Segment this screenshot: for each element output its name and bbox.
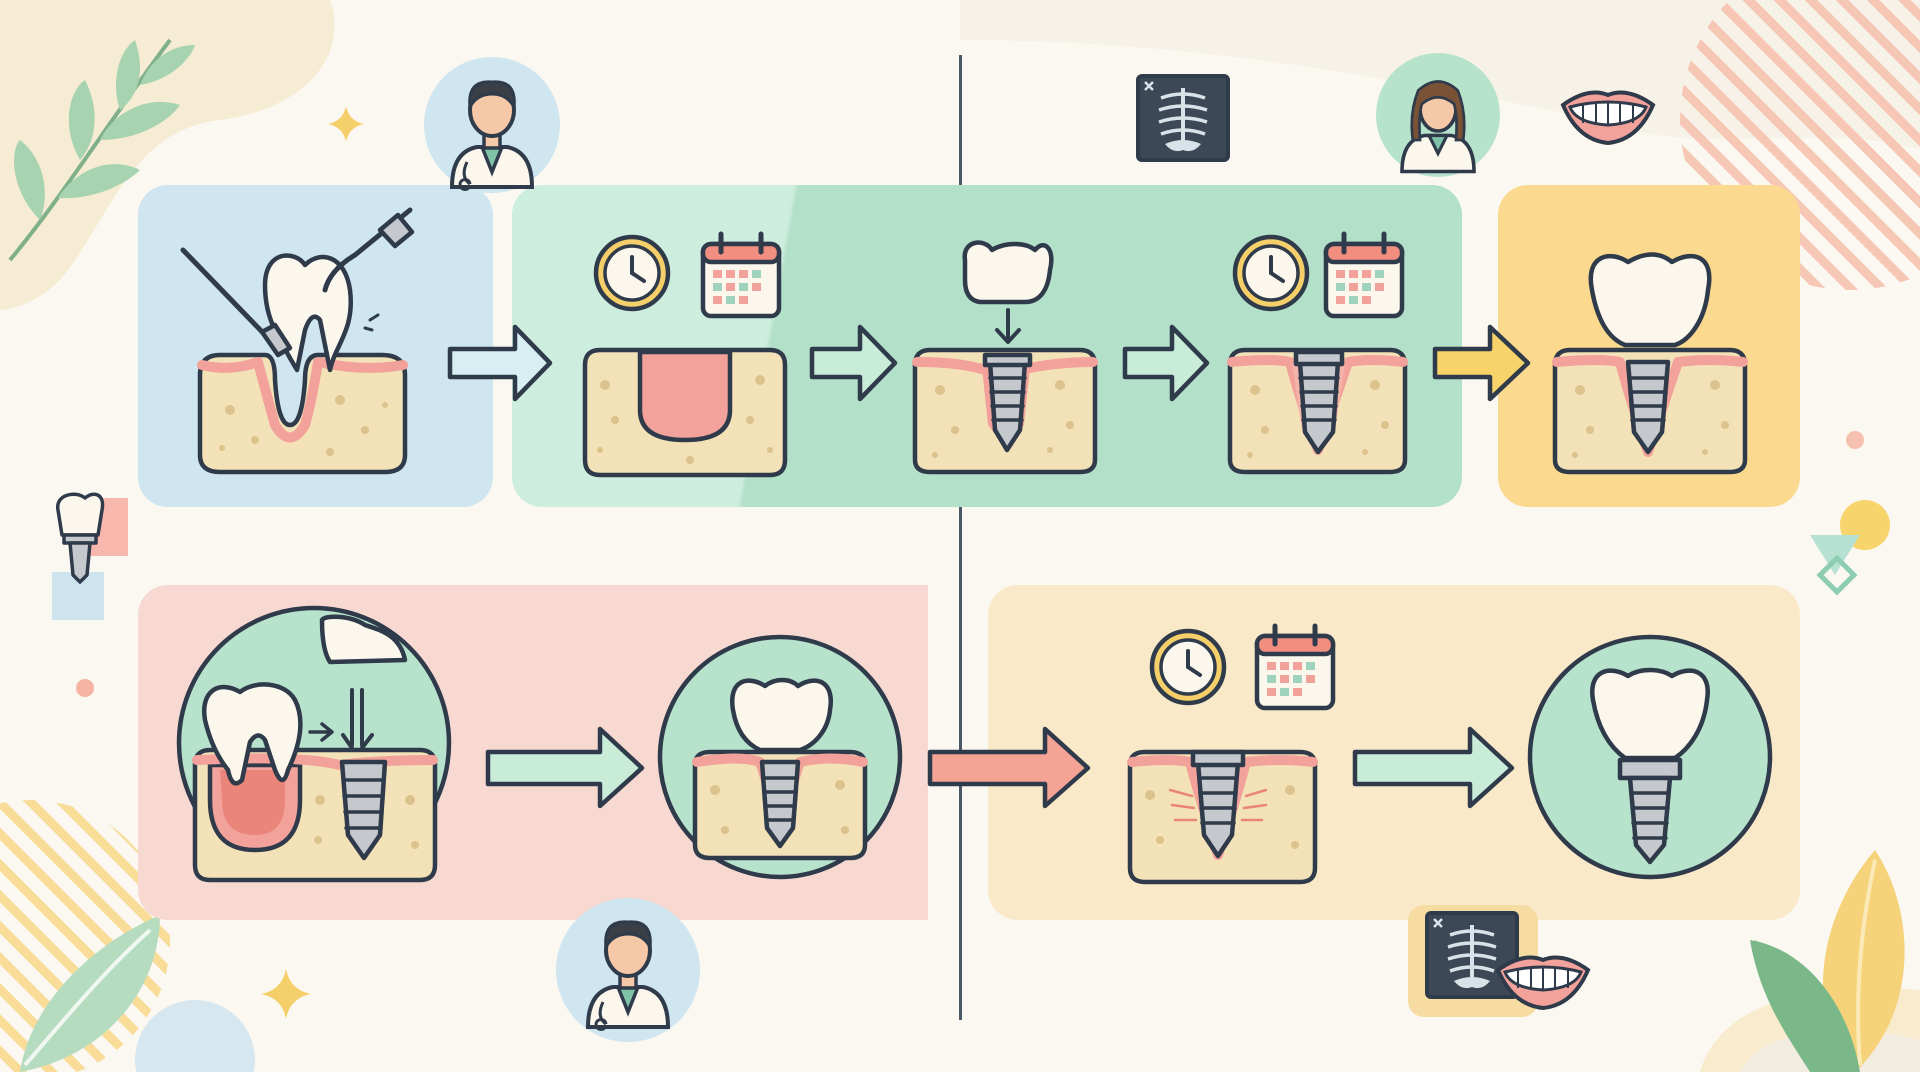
smile-icon <box>1561 90 1655 145</box>
diamond-decor <box>1816 554 1858 596</box>
tooth-extraction-icon <box>180 207 415 475</box>
calendar-icon <box>1257 626 1333 708</box>
xray-icon <box>1408 905 1538 1017</box>
arrow-icon <box>485 726 645 809</box>
immediate-implant-icon <box>176 605 452 883</box>
leaf-icon <box>8 38 195 262</box>
calendar-icon <box>1326 234 1402 316</box>
timeline-divider <box>959 55 962 1020</box>
arrow-icon <box>1432 324 1531 402</box>
extraction-socket-icon <box>582 347 788 478</box>
osseointegration-icon <box>1127 749 1318 885</box>
implant-placement-icon <box>912 240 1098 475</box>
dot <box>1846 431 1864 449</box>
leaf-icon <box>20 915 160 1072</box>
healing-implant-icon <box>1227 347 1408 475</box>
dot <box>76 679 94 697</box>
xray-icon <box>1136 74 1230 162</box>
clock-icon <box>596 237 668 309</box>
bubble-bottom-left <box>135 1000 255 1072</box>
final-crown-icon <box>1527 634 1773 880</box>
sparkle-icon <box>261 969 311 1019</box>
calendar-icon <box>703 234 779 316</box>
clock-icon <box>1235 237 1307 309</box>
arrow-icon <box>447 324 553 402</box>
dentist-icon <box>1376 53 1500 177</box>
final-crown-icon <box>1552 252 1748 475</box>
blob-top-left <box>0 0 335 310</box>
sparkle-icon <box>328 106 364 142</box>
dentist-icon <box>556 898 700 1042</box>
arrow-icon <box>1352 726 1515 809</box>
arrow-icon <box>1122 324 1210 402</box>
arrow-icon <box>927 726 1091 809</box>
clock-icon <box>1152 631 1224 703</box>
tooth-implant-icon <box>56 492 105 584</box>
healing-implant-icon <box>657 634 903 880</box>
leaf-icon <box>1750 940 1860 1072</box>
arrow-icon <box>809 324 898 402</box>
dentist-icon <box>424 57 560 193</box>
triangle-decor <box>1810 535 1860 575</box>
